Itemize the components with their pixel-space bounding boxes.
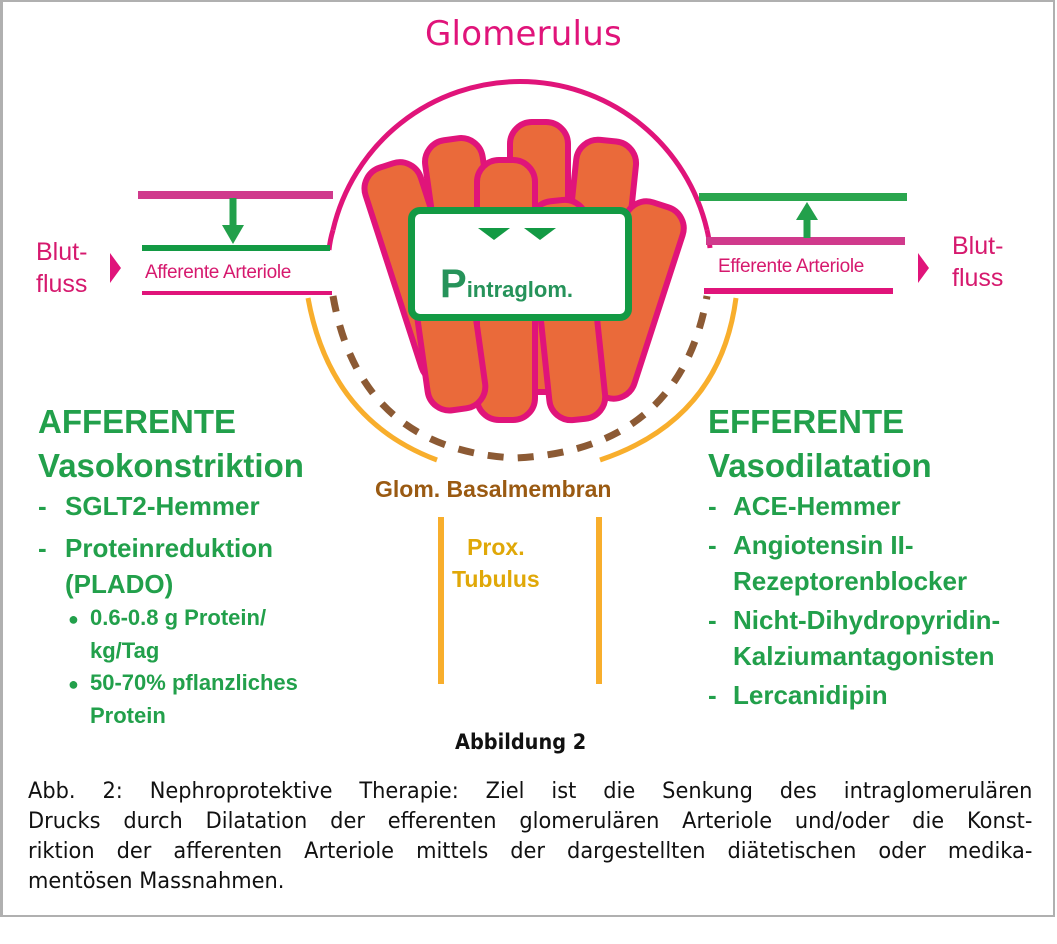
pressure-label-subscript: intraglom. <box>466 277 574 302</box>
arrow-up-icon <box>796 202 818 238</box>
pressure-box <box>408 207 632 321</box>
afferent-subitem-continuation: Protein <box>90 703 166 728</box>
afferent-subitem: ●50-70% pflanzliches <box>68 670 298 695</box>
bowman-capsule-arc <box>330 79 710 231</box>
efferent-item-continuation: Rezeptorenblocker <box>733 566 968 596</box>
pressure-label-main: P <box>440 262 467 306</box>
afferent-item: -SGLT2-Hemmer <box>38 491 260 521</box>
caption-line: mentösen Massnahmen. <box>28 868 285 894</box>
flow-arrow-left-icon <box>110 253 121 283</box>
afferent-subitem-continuation: kg/Tag <box>90 638 160 663</box>
tubulus-label-line1: Prox. <box>467 534 525 560</box>
bowman-outer-left-arc <box>305 297 438 463</box>
efferent-heading-line2: Vasodilatation <box>708 447 932 484</box>
afferent-item: -Proteinreduktion <box>38 533 274 563</box>
left-flow-label-line1: Blut- <box>36 238 88 266</box>
flow-arrow-right-icon <box>918 253 929 283</box>
afferent-item-continuation: (PLADO) <box>65 569 174 599</box>
basement-membrane-dashed <box>329 295 711 462</box>
afferent-therapy-block: AFFERENTE Vasokonstriktion -SGLT2-Hemmer… <box>38 400 304 732</box>
right-flow-label-line2: fluss <box>952 264 1004 292</box>
tubulus-label-line2: Tubulus <box>452 566 540 592</box>
right-flow-label-line1: Blut- <box>952 232 1004 260</box>
caption-line: riktion der afferenten Arteriole mittels… <box>28 838 1033 864</box>
efferent-heading-line1: EFFERENTE <box>708 403 905 440</box>
afferent-heading-line2: Vasokonstriktion <box>38 447 304 484</box>
left-flow-label: Blut- fluss <box>36 236 87 300</box>
caption-line: Abb. 2: Nephroprotektive Therapie: Ziel … <box>28 778 1033 804</box>
efferent-item-continuation: Kalziumantagonisten <box>733 641 995 671</box>
efferent-item: -Nicht-Dihydropyridin- <box>708 605 1001 635</box>
right-flow-label: Blut- fluss <box>952 230 1003 294</box>
afferent-arteriole-label: Afferente Arteriole <box>145 262 292 283</box>
efferent-item: -Lercanidipin <box>708 680 888 710</box>
bowman-outer-right-arc <box>599 297 739 463</box>
efferent-item: -ACE-Hemmer <box>708 491 901 521</box>
left-flow-label-line2: fluss <box>36 270 88 298</box>
figure-label: Abbildung 2 <box>455 730 587 754</box>
efferent-therapy-block: EFFERENTE Vasodilatation -ACE-Hemmer -An… <box>708 400 1000 713</box>
afferent-heading-line1: AFFERENTE <box>38 403 236 440</box>
figure-caption: Abb. 2: Nephroprotektive Therapie: Ziel … <box>28 776 1032 896</box>
proximal-tubulus-label: Prox. Tubulus <box>452 531 540 595</box>
afferent-subitem: ●0.6-0.8 g Protein/ <box>68 605 267 630</box>
efferent-item: -Angiotensin II- <box>708 530 914 560</box>
pressure-label: Pintraglom. <box>440 262 573 307</box>
basement-membrane-label: Glom. Basalmembran <box>375 476 612 502</box>
efferent-arteriole-label: Efferente Arteriole <box>718 256 865 277</box>
diagram-title: Glomerulus <box>425 14 622 54</box>
arrow-down-icon <box>222 198 244 244</box>
caption-line: Drucks durch Dilatation der efferenten g… <box>28 808 1033 834</box>
